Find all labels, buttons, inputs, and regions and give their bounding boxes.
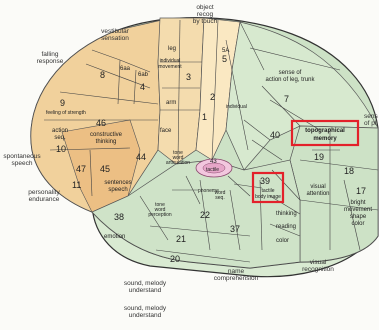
area-4-label: 4 — [140, 82, 145, 92]
area-9-label: 9 — [60, 98, 65, 108]
area-5-label: 5 — [222, 54, 227, 64]
area-1-label: 1 — [202, 112, 207, 122]
area-22-label: 22 — [200, 210, 210, 220]
area-47-label: 47 — [76, 164, 86, 174]
area-38-label: 38 — [114, 212, 124, 222]
arm-label: arm — [166, 100, 176, 106]
area-18-label: 18 — [344, 166, 354, 176]
area-46-label: 46 — [96, 118, 106, 128]
area-3-label: 3 — [186, 72, 191, 82]
area-11-label: 11 — [72, 180, 81, 190]
area-17-label: 17 — [356, 186, 366, 196]
area-40-label: 40 — [270, 130, 280, 140]
area-43-label: 43 — [210, 159, 217, 165]
area-45-label: 45 — [100, 164, 110, 174]
area-6ab-label: 6ab — [138, 72, 149, 78]
tactile-insula-label: tactile — [206, 167, 219, 173]
leg-label: leg — [168, 46, 176, 52]
area-44-label: 44 — [136, 152, 146, 162]
individual-label: individual — [226, 104, 247, 110]
area-7-label: 7 — [284, 94, 289, 104]
feeling-strength-label: feeling of strength — [46, 110, 86, 116]
area-2-label: 2 — [210, 92, 215, 102]
area-6aa-label: 6aa — [120, 66, 131, 72]
area-37-label: 37 — [230, 224, 240, 234]
area-20-label: 20 — [170, 254, 180, 264]
area-8-label: 8 — [100, 70, 105, 80]
reading-label: reading — [276, 224, 296, 230]
face-label: face — [160, 128, 172, 134]
area-19-label: 19 — [314, 152, 324, 162]
area-21-label: 21 — [176, 234, 186, 244]
area-39-label: 39 — [260, 176, 270, 186]
thinking-label: thinking — [276, 211, 297, 217]
area-10-label: 10 — [56, 144, 66, 154]
emotion-label: emotion — [104, 234, 125, 240]
color-label: color — [276, 238, 289, 244]
